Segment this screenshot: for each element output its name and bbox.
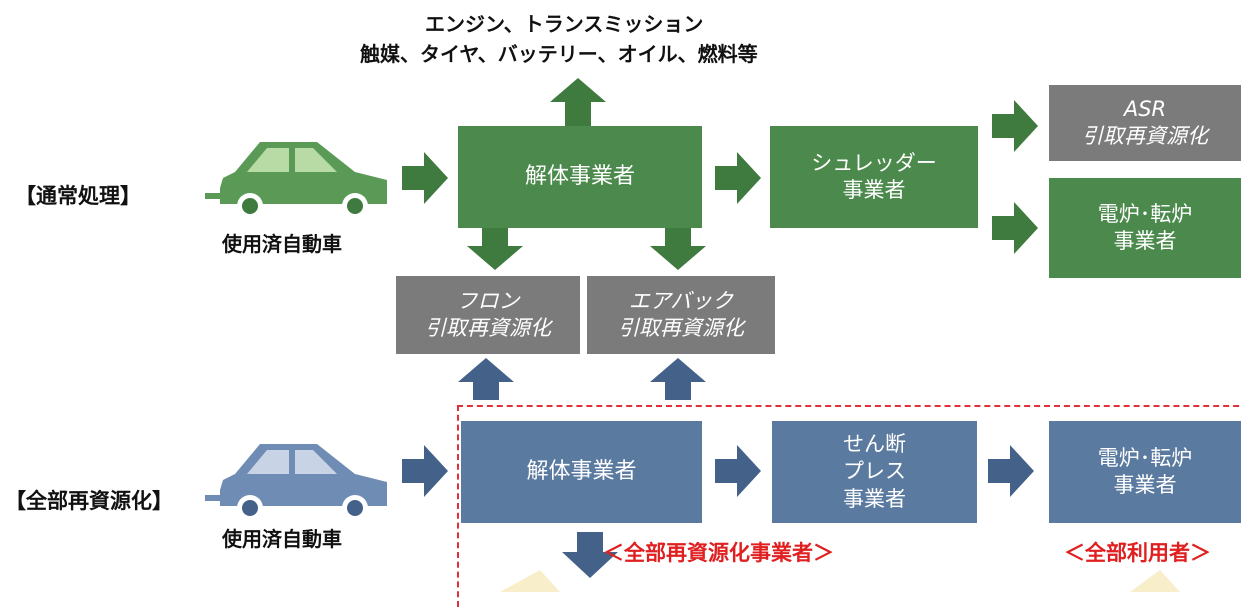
dismantler-normal: 解体事業者 bbox=[458, 126, 702, 228]
shredder-normal: シュレッダー 事業者 bbox=[770, 126, 978, 228]
arrow-up-icon bbox=[650, 358, 706, 400]
top-caption-line1: エンジン、トランスミッション bbox=[425, 12, 704, 36]
top-caption-line2: 触媒、タイヤ、バッテリー、オイル、燃料等 bbox=[360, 42, 758, 66]
tag-full-operator: ＜全部再資源化事業者＞ bbox=[603, 541, 834, 565]
press-full: せん断 プレス 事業者 bbox=[772, 421, 977, 523]
airbag-recycling: エアバック 引取再資源化 bbox=[587, 276, 775, 354]
tag-full-user: ＜全部利用者＞ bbox=[1064, 541, 1211, 565]
arrow-right-icon bbox=[402, 152, 448, 204]
arrow-right-icon bbox=[715, 152, 761, 204]
arrow-down-icon bbox=[467, 228, 523, 270]
arrow-right-icon bbox=[988, 445, 1034, 497]
arrow-up-caption-icon bbox=[550, 78, 606, 126]
arrow-right-icon bbox=[715, 445, 761, 497]
dismantler-full: 解体事業者 bbox=[461, 421, 702, 523]
used-car-green-icon bbox=[205, 142, 387, 219]
arrow-right-icon bbox=[992, 202, 1038, 254]
row-label-full: 【全部再資源化】 bbox=[5, 489, 173, 513]
used-car-blue-icon bbox=[205, 444, 387, 521]
highlight-decoration bbox=[500, 570, 560, 592]
car-label-full: 使用済自動車 bbox=[222, 527, 342, 551]
furnace-full: 電炉･転炉 事業者 bbox=[1049, 421, 1241, 523]
row-label-normal: 【通常処理】 bbox=[15, 184, 141, 208]
furnace-normal: 電炉･転炉 事業者 bbox=[1049, 178, 1241, 278]
full-recycling-boundary bbox=[457, 405, 1241, 607]
highlight-decoration bbox=[1130, 570, 1180, 592]
arrow-up-icon bbox=[458, 358, 514, 400]
arrow-down-icon bbox=[562, 532, 618, 578]
asr-recycling: ASR 引取再資源化 bbox=[1049, 85, 1241, 161]
arrow-down-icon bbox=[650, 228, 706, 270]
arrow-right-icon bbox=[402, 445, 448, 497]
car-label-normal: 使用済自動車 bbox=[222, 232, 342, 256]
arrow-right-icon bbox=[992, 100, 1038, 152]
freon-recycling: フロン 引取再資源化 bbox=[396, 276, 580, 354]
